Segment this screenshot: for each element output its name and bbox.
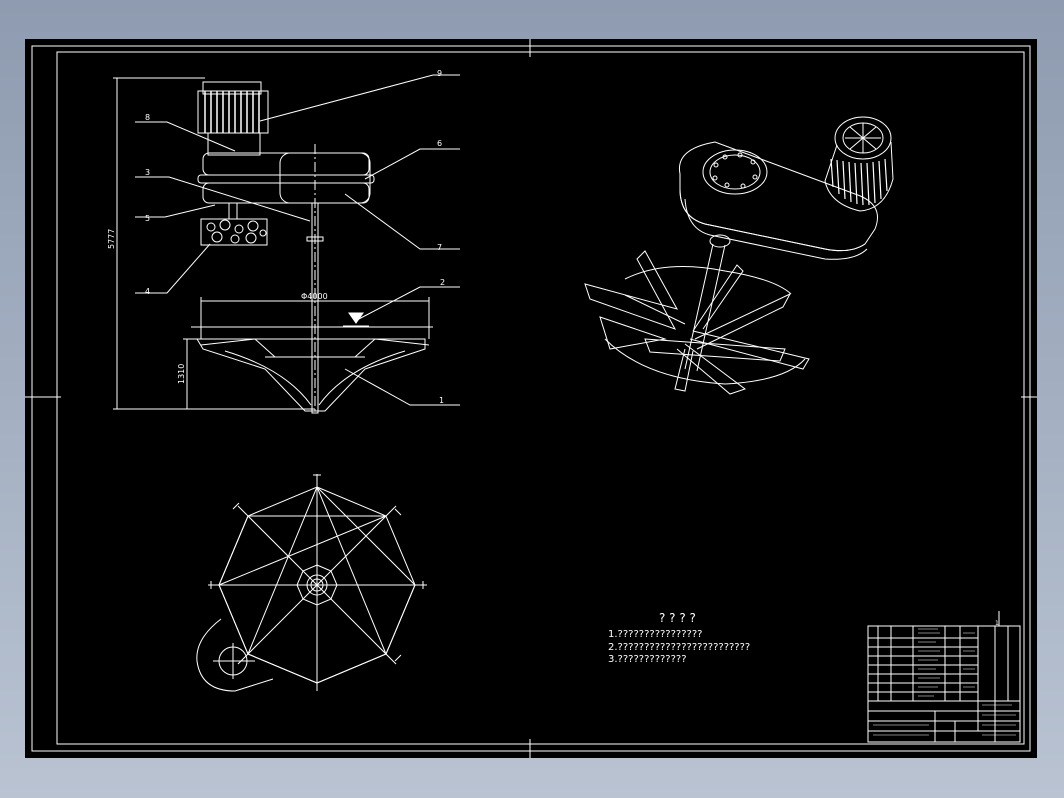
- drawing-sheet: 8 3 5 4 9 6 7 2 1 Φ4000 5777 1310 1 ? ? …: [25, 39, 1037, 758]
- part-number-7: 7: [437, 243, 442, 252]
- part-number-8: 8: [145, 113, 150, 122]
- title-block-small-label: 1: [995, 620, 999, 627]
- notes-line-1: 1.????????????????: [608, 629, 702, 640]
- part-number-5: 5: [145, 214, 150, 223]
- inner-frame: [56, 51, 1025, 745]
- part-number-9: 9: [437, 69, 442, 78]
- dim-diameter: Φ4000: [301, 292, 328, 301]
- front-view: [113, 74, 460, 414]
- title-block: [867, 611, 1021, 743]
- dim-depth: 1310: [177, 364, 186, 384]
- top-view: [196, 474, 427, 692]
- part-number-2: 2: [440, 278, 445, 287]
- notes-line-2: 2.?????????????????????????: [608, 642, 750, 653]
- technical-notes: ? ? ? ? 1.???????????????? 2.???????????…: [608, 611, 750, 665]
- outer-frame: [31, 45, 1031, 752]
- cad-drawing: 8 3 5 4 9 6 7 2 1 Φ4000 5777 1310 1 ? ? …: [25, 39, 1037, 758]
- part-number-4: 4: [145, 287, 150, 296]
- notes-heading: ? ? ? ?: [659, 611, 696, 625]
- notes-line-3: 3.?????????????: [608, 654, 687, 665]
- part-number-3: 3: [145, 168, 150, 177]
- isometric-view: [584, 116, 894, 395]
- dim-height: 5777: [107, 229, 116, 249]
- part-number-6: 6: [437, 139, 442, 148]
- part-number-1: 1: [439, 396, 444, 405]
